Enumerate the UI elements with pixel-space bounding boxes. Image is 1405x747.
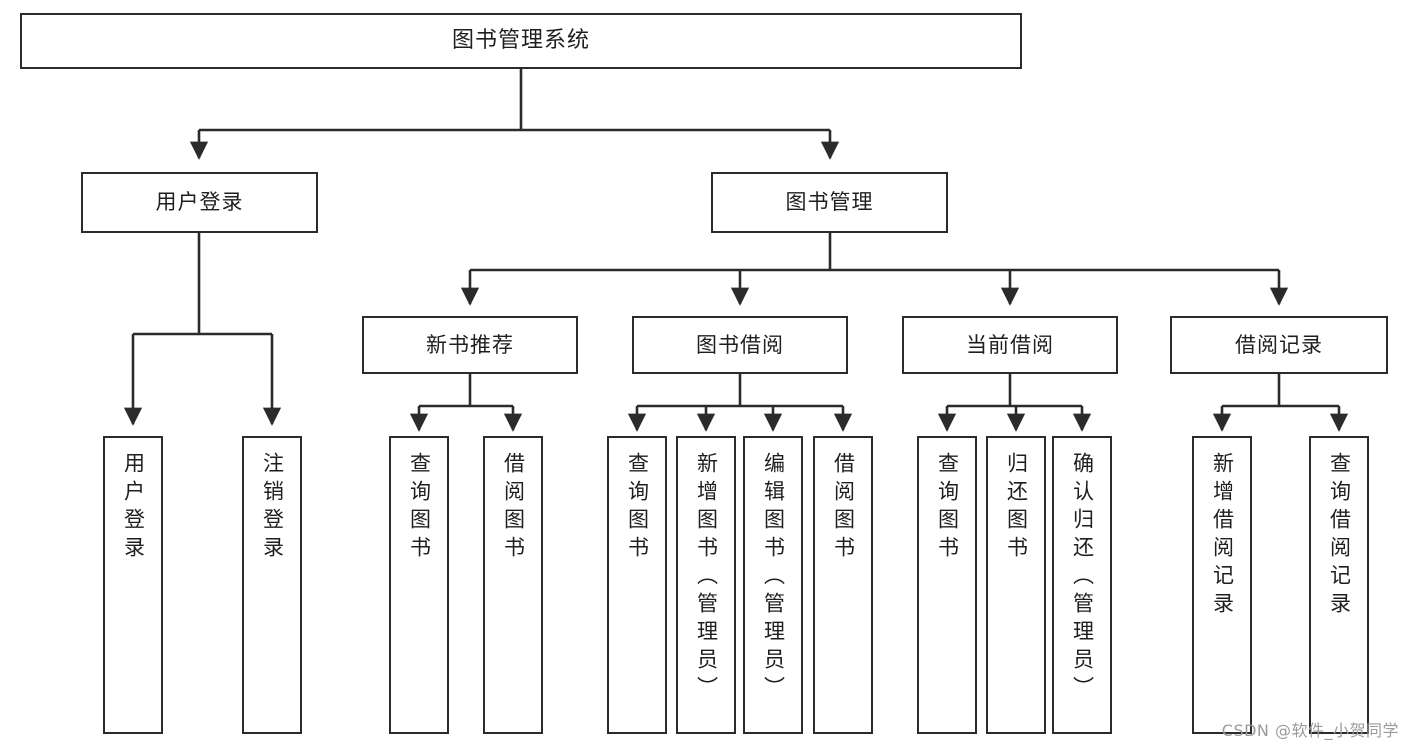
node-label: 注销登录 [260,452,285,564]
node-user-login[interactable]: 用户登录 [81,172,318,233]
leaf-user-login[interactable]: 用户登录 [103,436,163,734]
node-book-borrow[interactable]: 图书借阅 [632,316,848,374]
node-label: 当前借阅 [966,332,1054,357]
leaf-add-book[interactable]: 新增图书（管理员） [676,436,736,734]
node-label: 新增借阅记录 [1210,452,1235,620]
node-label: 查询图书 [625,452,650,564]
node-label: 借阅记录 [1235,332,1323,357]
leaf-query-book-2[interactable]: 查询图书 [607,436,667,734]
node-label: 图书管理系统 [451,28,590,54]
node-label: 用户登录 [121,452,146,564]
node-borrow-record[interactable]: 借阅记录 [1170,316,1388,374]
node-label: 归还图书 [1004,452,1029,564]
leaf-confirm-return[interactable]: 确认归还（管理员） [1052,436,1112,734]
leaf-logout-login[interactable]: 注销登录 [242,436,302,734]
node-label: 新书推荐 [426,332,514,357]
leaf-edit-book[interactable]: 编辑图书（管理员） [743,436,803,734]
leaf-borrow-book-1[interactable]: 借阅图书 [483,436,543,734]
node-label: 查询图书 [935,452,960,564]
node-label: 借阅图书 [831,452,856,564]
node-label: 图书管理 [785,190,874,215]
leaf-return-book[interactable]: 归还图书 [986,436,1046,734]
watermark-text: CSDN @软件_小贺同学 [1221,721,1399,740]
leaf-query-record[interactable]: 查询借阅记录 [1309,436,1369,734]
node-label: 借阅图书 [501,452,526,564]
node-label: 查询图书 [407,452,432,564]
leaf-query-book-1[interactable]: 查询图书 [389,436,449,734]
leaf-query-book-3[interactable]: 查询图书 [917,436,977,734]
node-label: 新增图书（管理员） [694,452,719,704]
node-new-book-recommend[interactable]: 新书推荐 [362,316,578,374]
node-book-management-system[interactable]: 图书管理系统 [20,13,1022,69]
leaf-borrow-book-2[interactable]: 借阅图书 [813,436,873,734]
node-label: 查询借阅记录 [1327,452,1352,620]
node-label: 图书借阅 [696,332,784,357]
node-current-borrow[interactable]: 当前借阅 [902,316,1118,374]
node-label: 确认归还（管理员） [1070,452,1095,704]
node-book-manage[interactable]: 图书管理 [711,172,948,233]
node-label: 编辑图书（管理员） [761,452,786,704]
node-label: 用户登录 [155,190,244,215]
leaf-add-record[interactable]: 新增借阅记录 [1192,436,1252,734]
